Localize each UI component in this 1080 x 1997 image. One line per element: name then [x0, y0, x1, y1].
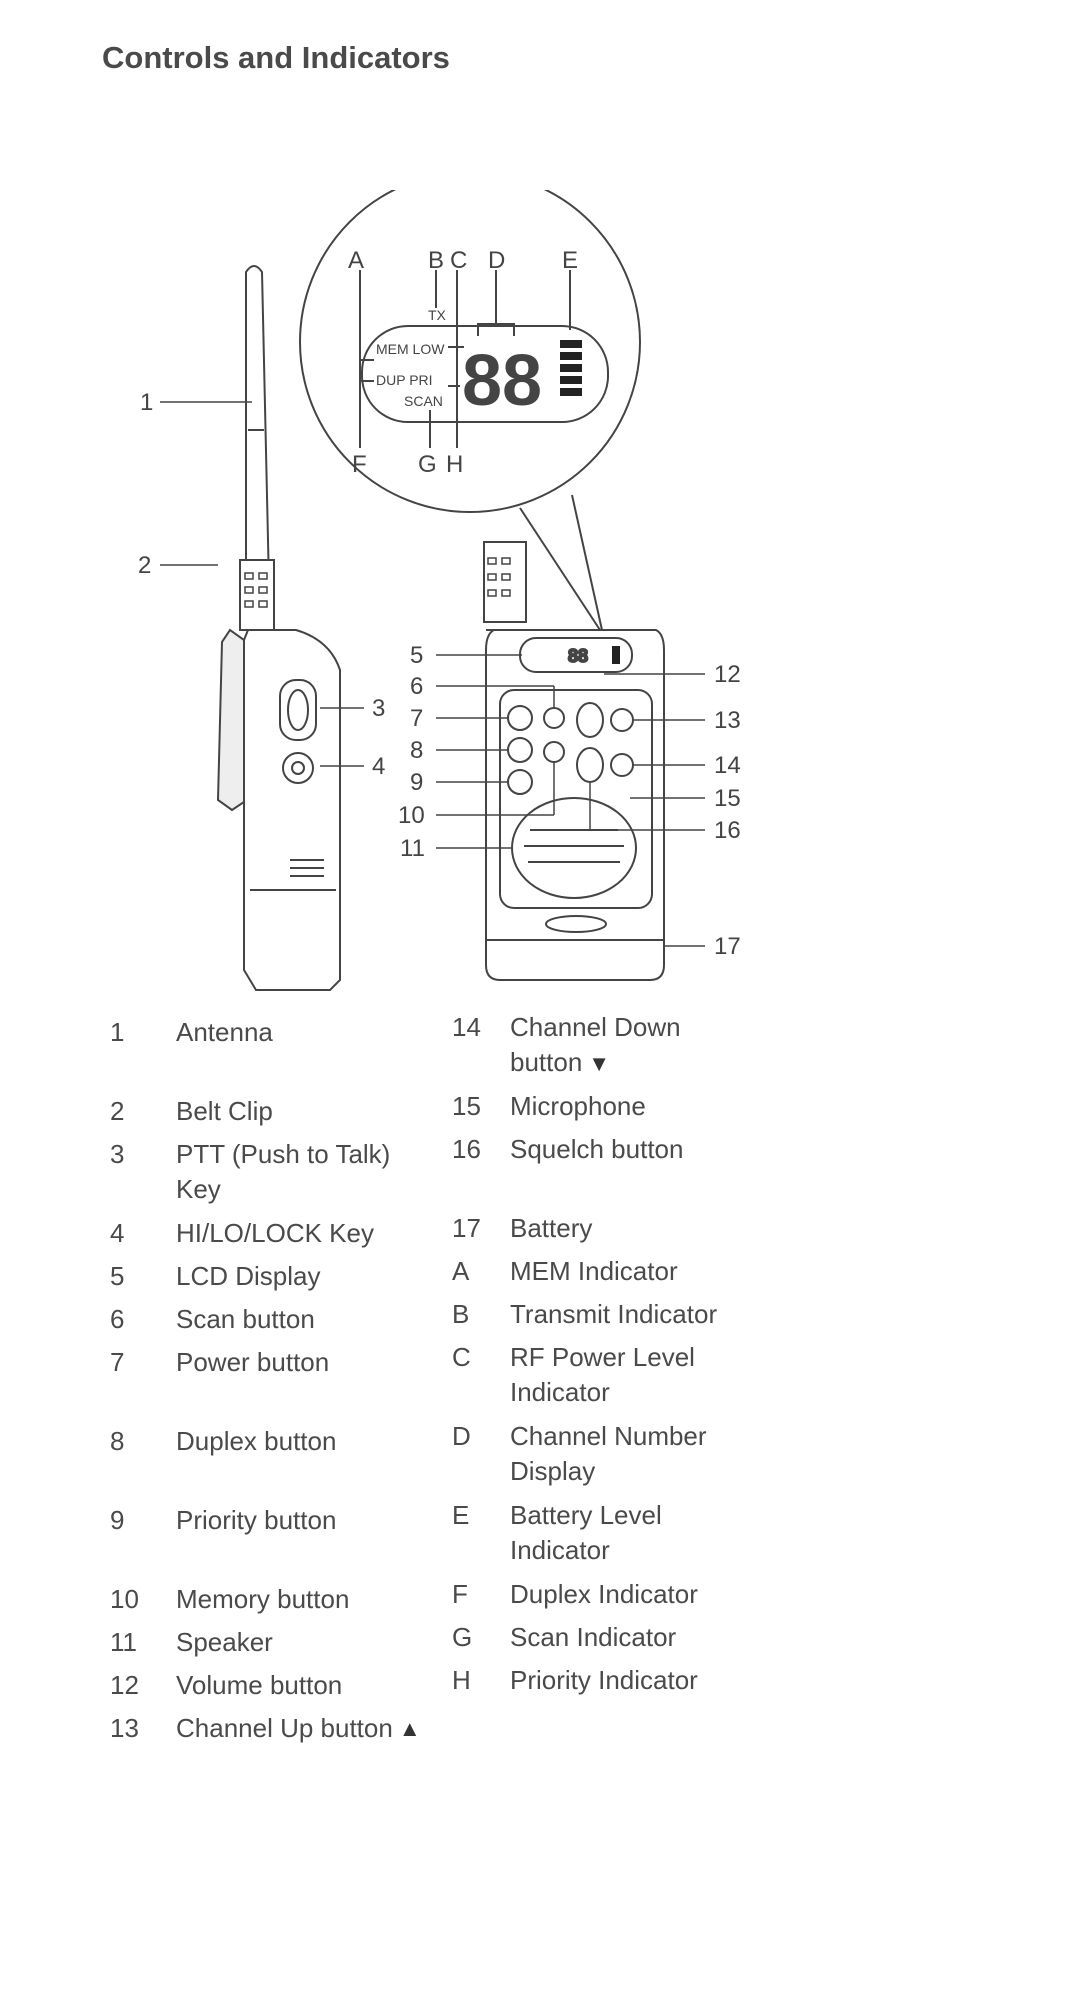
lcd-mem-low: MEM LOW: [376, 341, 445, 357]
svg-text:88: 88: [568, 646, 588, 666]
callout-17: 17: [714, 933, 741, 960]
callout-10: 10: [398, 802, 425, 829]
letter-g: G: [418, 451, 437, 478]
letter-b: B: [428, 247, 444, 274]
lcd-dup-pri: DUP PRI: [376, 372, 433, 388]
callout-2: 2: [138, 552, 151, 579]
lcd-labels: TX MEM LOW DUP PRI SCAN 88: [376, 307, 542, 421]
callout-8: 8: [410, 737, 423, 764]
page-title: Controls and Indicators: [102, 40, 450, 75]
callout-1: 1: [140, 389, 153, 416]
callout-9: 9: [410, 769, 423, 796]
callout-11: 11: [400, 835, 425, 862]
lcd-digits: 88: [462, 341, 542, 421]
letter-f: F: [352, 451, 367, 478]
letter-e: E: [562, 247, 578, 274]
lcd-magnifier: [299, 190, 641, 631]
lcd-tx: TX: [428, 307, 447, 323]
callout-3: 3: [372, 695, 385, 722]
side-view-radio: [216, 265, 341, 991]
callout-12: 12: [714, 661, 741, 688]
letter-a: A: [348, 247, 364, 274]
ptt-key: [279, 679, 317, 741]
letter-c: C: [450, 247, 467, 274]
up-triangle-icon: ▲: [398, 1716, 421, 1741]
battery-level-icon: [560, 340, 582, 396]
down-triangle-icon: ▼: [588, 1051, 611, 1076]
callout-numbers: 1 2 3 4 5 6 7 8 9 10 11 12 13 14 15 16 1…: [138, 389, 741, 960]
callout-7: 7: [410, 705, 423, 732]
lcd-panel: [361, 325, 609, 423]
letter-d: D: [488, 247, 505, 274]
front-view-radio: 88: [483, 541, 665, 981]
callout-6: 6: [410, 673, 423, 700]
callout-4: 4: [372, 753, 385, 780]
callout-5: 5: [410, 642, 423, 669]
callout-15: 15: [714, 785, 741, 812]
callout-16: 16: [714, 817, 741, 844]
letter-h: H: [446, 451, 463, 478]
callout-14: 14: [714, 752, 741, 779]
radio-diagram: 88: [138, 190, 741, 991]
callout-13: 13: [714, 707, 741, 734]
lcd-scan: SCAN: [404, 393, 443, 409]
hilo-lock-key: [282, 752, 314, 784]
lcd-letter-labels: A B C D E F G H: [348, 247, 578, 478]
leader-lines: [160, 401, 705, 947]
